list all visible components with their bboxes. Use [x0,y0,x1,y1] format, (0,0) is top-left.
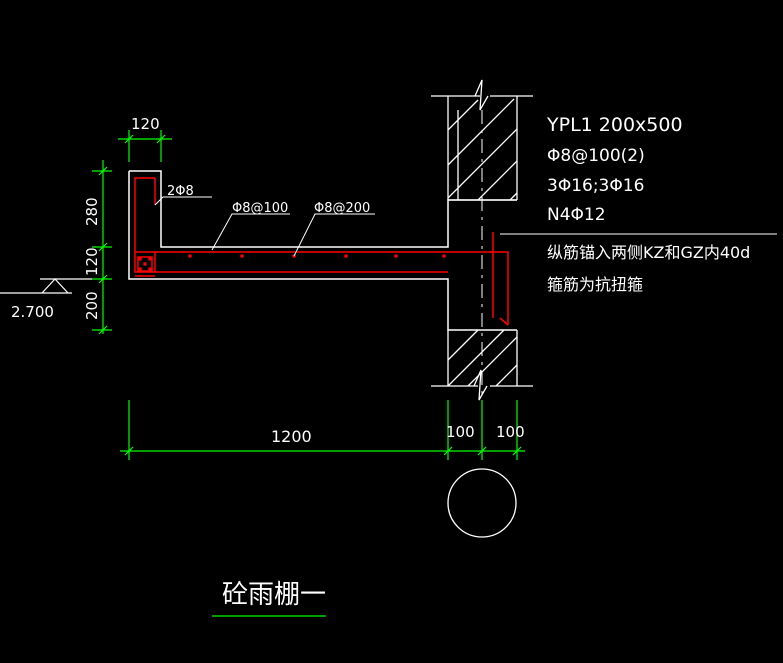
leader-lines [154,196,777,257]
beam-name: YPL1 200x500 [546,114,683,136]
dim-top-width: 120 [131,115,160,133]
elevation-label: 2.700 [11,303,54,321]
dimension-lines [92,130,525,617]
note-anchorage: 纵筋锚入两侧KZ和GZ内40d [547,243,750,262]
dim-height-200: 200 [83,291,101,320]
rebar-main-label: Φ8@200 [314,201,370,216]
rebar-dots [138,254,446,271]
wall-section-top [431,79,533,201]
dim-height-120: 120 [83,247,101,276]
beam-stirrups: Φ8@100(2) [547,146,645,166]
dim-span-1200: 1200 [271,427,312,446]
beam-web-bars: N4Φ12 [547,205,606,225]
axis-bubble [447,468,517,538]
rebar-top-label: 2Φ8 [167,184,194,199]
dim-height-280: 280 [83,197,101,226]
dim-wall-right-100: 100 [496,423,525,441]
beam-longitudinal: 3Φ16;3Φ16 [547,176,644,196]
wall-section-bottom [431,329,533,401]
rebar-distribution-label: Φ8@100 [232,201,288,216]
drawing-title: 砼雨棚一 [222,580,326,610]
note-stirrup-type: 箍筋为抗扭箍 [547,275,643,294]
dim-wall-left-100: 100 [446,423,475,441]
elevation-marker [0,278,92,294]
rebar [134,177,509,326]
